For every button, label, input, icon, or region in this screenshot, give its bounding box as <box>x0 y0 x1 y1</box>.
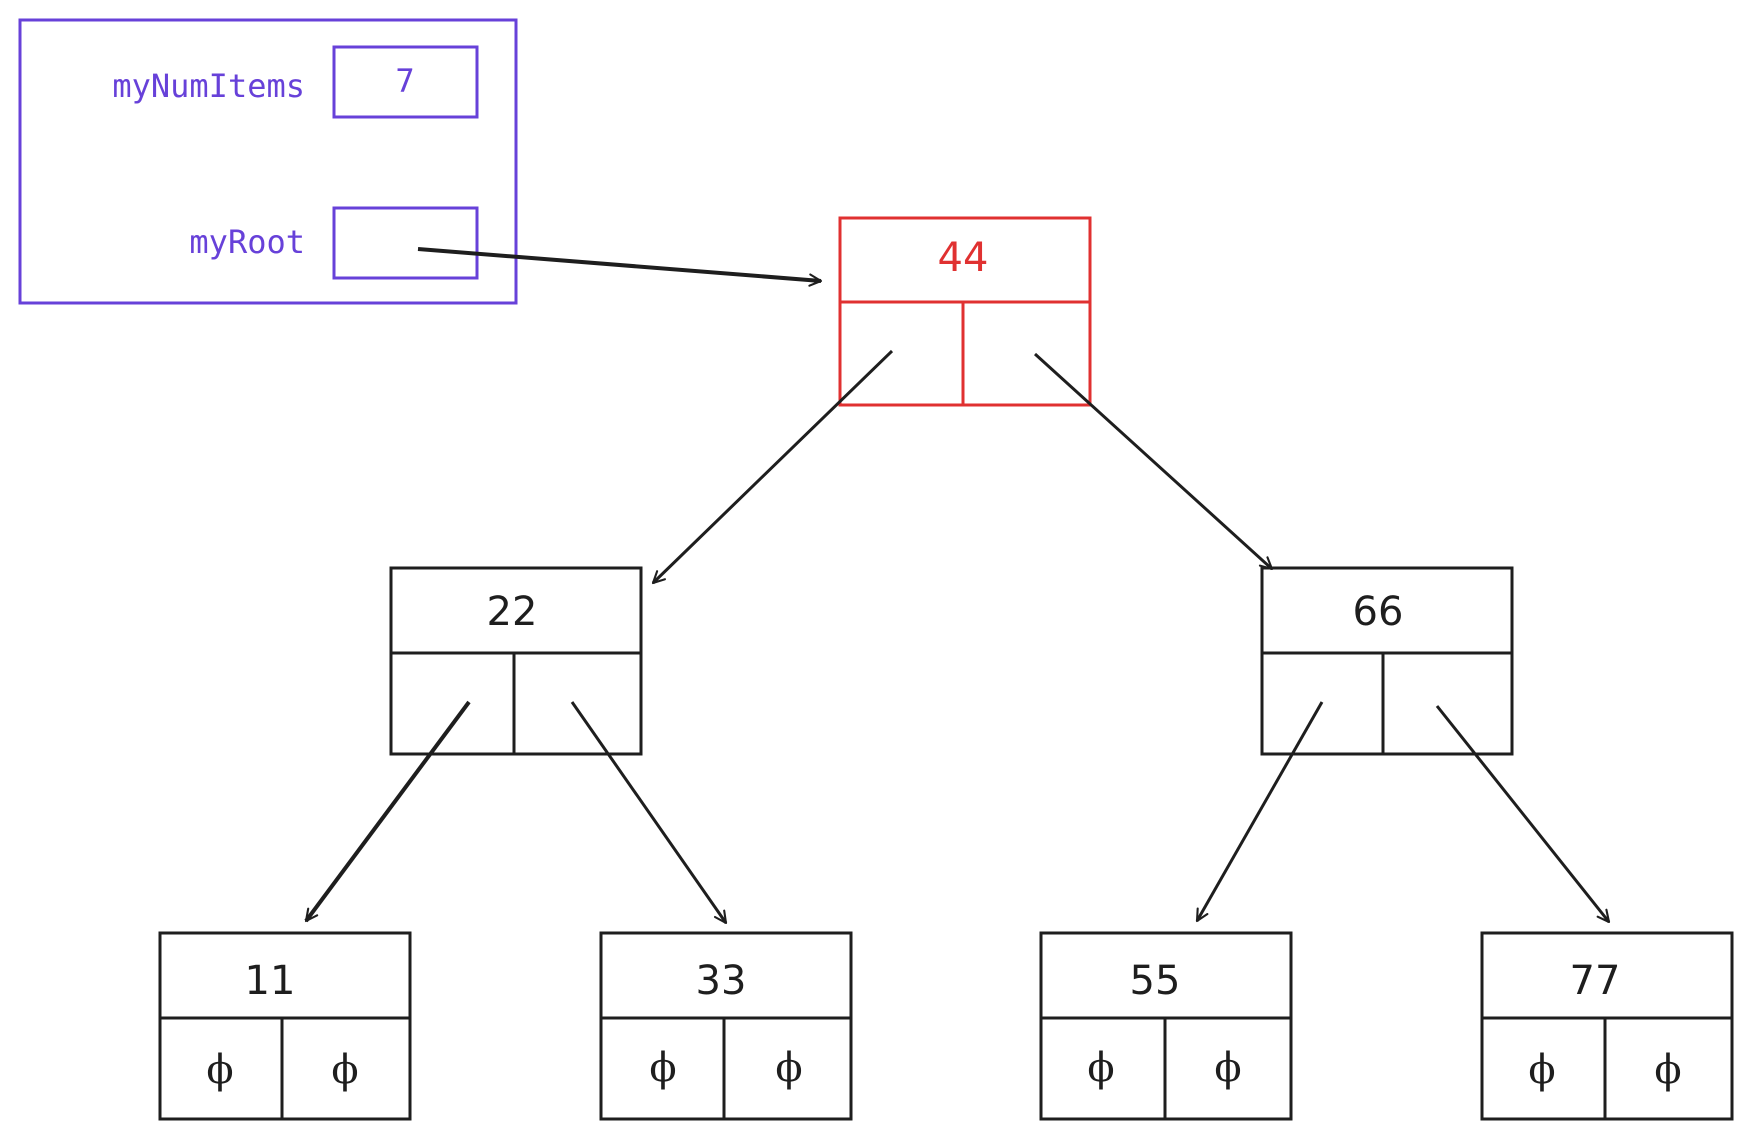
node-55-value: 55 <box>1130 958 1181 1004</box>
node-33-right-null: ϕ <box>775 1045 802 1091</box>
node-55-right-null: ϕ <box>1214 1045 1241 1091</box>
node-11-value: 11 <box>245 958 296 1004</box>
edge-66-77 <box>1435 705 1611 924</box>
node-44: 44 <box>838 216 1092 407</box>
node-11: 11 ϕ ϕ <box>158 931 412 1121</box>
node-11-right-null: ϕ <box>331 1047 358 1093</box>
root-pointer-box <box>332 206 479 280</box>
node-66: 66 <box>1260 566 1514 756</box>
root-label: myRoot <box>189 223 305 261</box>
node-22-box <box>389 566 643 756</box>
tree-object-frame <box>18 18 518 305</box>
node-33-value: 33 <box>696 958 747 1004</box>
node-44-value: 44 <box>938 235 989 281</box>
node-77-left-null: ϕ <box>1528 1047 1555 1093</box>
node-66-box <box>1260 566 1514 756</box>
node-77-value: 77 <box>1570 958 1621 1004</box>
node-33-box <box>599 931 853 1121</box>
node-11-left-null: ϕ <box>206 1047 233 1093</box>
edge-66-55 <box>1195 701 1324 923</box>
node-33-left-null: ϕ <box>649 1045 676 1091</box>
node-77: 77 ϕ ϕ <box>1480 931 1734 1121</box>
node-77-right-null: ϕ <box>1654 1047 1681 1093</box>
edge-44-22 <box>651 349 894 585</box>
node-55: 55 ϕ ϕ <box>1039 931 1293 1121</box>
num-items-box <box>332 45 479 119</box>
edge-22-11 <box>304 700 471 923</box>
num-items-value: 7 <box>395 62 414 100</box>
node-77-box <box>1480 931 1734 1121</box>
edge-22-33 <box>570 701 728 925</box>
edge-44-66 <box>1033 352 1274 571</box>
tree-object: myNumItems 7 myRoot <box>18 18 518 305</box>
node-22-value: 22 <box>487 589 538 635</box>
root-pointer-arrow <box>417 247 823 287</box>
num-items-label: myNumItems <box>112 67 305 105</box>
node-11-box <box>158 931 412 1121</box>
node-33: 33 ϕ ϕ <box>599 931 853 1121</box>
node-55-left-null: ϕ <box>1087 1045 1114 1091</box>
node-44-box <box>838 216 1092 407</box>
node-66-value: 66 <box>1353 589 1404 635</box>
node-22: 22 <box>389 566 643 756</box>
